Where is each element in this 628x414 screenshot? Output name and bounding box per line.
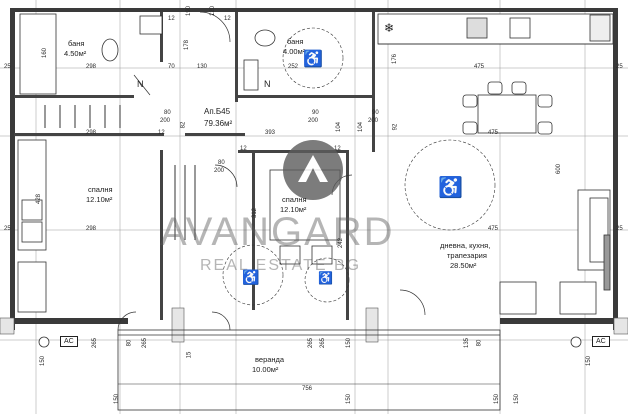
dim-label: 160 bbox=[42, 47, 49, 59]
dim-label: 25 bbox=[616, 64, 623, 70]
dim-label: 90 bbox=[312, 110, 319, 116]
dim-label: 12 bbox=[240, 146, 247, 152]
watermark-line1: AVANGARD bbox=[160, 210, 395, 254]
dim-label: 12 bbox=[334, 146, 341, 152]
dim-label: 150 bbox=[514, 393, 521, 405]
wheelchair-icon: ♿ bbox=[438, 177, 463, 199]
dim-label: 150 bbox=[114, 393, 121, 405]
dim-label: 150 bbox=[586, 355, 593, 367]
sofa bbox=[577, 189, 611, 291]
bath2-name: баня bbox=[287, 37, 304, 46]
dim-label: 252 bbox=[288, 64, 299, 70]
dim-label: 393 bbox=[265, 130, 276, 136]
wheelchair-icon: ♿ bbox=[242, 269, 260, 285]
outer-walls bbox=[10, 8, 618, 330]
dim-label: 312 bbox=[252, 207, 259, 219]
armchairs bbox=[499, 281, 597, 315]
living-area: 28.50м² bbox=[450, 261, 477, 270]
bed2-area: 12.10м² bbox=[280, 205, 307, 214]
dim-label: 80 bbox=[164, 110, 171, 116]
dim-label: 265 bbox=[92, 337, 99, 349]
dim-label: 135 bbox=[464, 337, 471, 349]
bed-1 bbox=[17, 139, 47, 313]
ac-units bbox=[38, 336, 582, 348]
hatched-walls bbox=[0, 307, 628, 343]
dim-label: 80 bbox=[476, 339, 483, 347]
dim-label: 104 bbox=[358, 121, 365, 133]
dim-label: 475 bbox=[488, 226, 499, 232]
dim-label: 265 bbox=[320, 337, 327, 349]
dim-label: 90 bbox=[372, 110, 379, 116]
dim-label: 25 bbox=[4, 64, 11, 70]
apartment-label: Ап.Б45 bbox=[204, 107, 231, 116]
bath-fixtures bbox=[19, 13, 276, 95]
dim-label: 12 bbox=[224, 16, 231, 22]
dim-label: 150 bbox=[346, 393, 353, 405]
dim-label: 475 bbox=[474, 64, 485, 70]
dim-label: 200 bbox=[214, 168, 225, 174]
wheelchair-icon: ♿ bbox=[303, 51, 323, 68]
dim-label: 242 bbox=[338, 237, 345, 249]
dim-label: 298 bbox=[86, 130, 97, 136]
dim-label: 475 bbox=[488, 130, 499, 136]
bath1-name: баня bbox=[68, 39, 85, 48]
dim-label: 15 bbox=[186, 351, 193, 359]
watermark-logo bbox=[283, 140, 343, 200]
door-n1-icon: N bbox=[137, 79, 144, 89]
ac-badge-left: AC bbox=[60, 336, 78, 347]
dim-label: 12 bbox=[158, 130, 165, 136]
veranda-area: 10.00м² bbox=[252, 365, 279, 374]
dim-label: 130 bbox=[197, 64, 208, 70]
bed1-area: 12.10м² bbox=[86, 195, 113, 204]
bed1-name: спалня bbox=[88, 185, 113, 194]
ac-badge-right: AC bbox=[592, 336, 610, 347]
dim-label: 178 bbox=[184, 39, 191, 51]
dining-table bbox=[462, 81, 553, 135]
dim-label: 92 bbox=[392, 123, 399, 131]
dim-label: 265 bbox=[308, 337, 315, 349]
dim-label: 150 bbox=[40, 355, 47, 367]
dim-label: 12 bbox=[168, 16, 175, 22]
dim-label: 428 bbox=[36, 193, 43, 205]
dim-label: 25 bbox=[616, 226, 623, 232]
bath1-area: 4.50м² bbox=[64, 49, 87, 58]
dim-label: 25 bbox=[4, 226, 11, 232]
turning-circles bbox=[222, 27, 496, 306]
dim-label: 265 bbox=[142, 337, 149, 349]
dim-label: 600 bbox=[556, 163, 563, 175]
veranda bbox=[117, 329, 501, 411]
dim-label: 70 bbox=[168, 64, 175, 70]
apartment-area: 79.36м² bbox=[204, 119, 233, 128]
dim-label: 120 bbox=[210, 5, 217, 17]
dim-label: 150 bbox=[494, 393, 501, 405]
dim-label: 80 bbox=[218, 160, 225, 166]
dim-label: 104 bbox=[336, 121, 343, 133]
wheelchair-icon: ♿ bbox=[318, 271, 333, 285]
dim-label: 176 bbox=[392, 53, 399, 65]
dim-label: 756 bbox=[302, 386, 313, 392]
watermark-line2: REAL ESTATE BG bbox=[200, 257, 362, 274]
veranda-name: веранда bbox=[255, 355, 285, 364]
living-name: дневна, кухня, bbox=[440, 241, 491, 250]
fan-icon: ❄ bbox=[384, 21, 395, 35]
bath2-area: 4.00м² bbox=[283, 47, 306, 56]
dim-label: 200 bbox=[160, 118, 171, 124]
dim-label: 200 bbox=[368, 118, 379, 124]
dim-label: 190 bbox=[186, 5, 193, 17]
dim-label: 150 bbox=[346, 337, 353, 349]
bed2-name: спалня bbox=[282, 195, 307, 204]
dim-label: 80 bbox=[126, 339, 133, 347]
wardrobe bbox=[44, 105, 196, 240]
living-name2: трапезария bbox=[447, 251, 487, 260]
dim-label: 298 bbox=[86, 226, 97, 232]
dim-label: 298 bbox=[86, 64, 97, 70]
dim-label: 200 bbox=[308, 118, 319, 124]
dim-label: 82 bbox=[180, 121, 187, 129]
door-n2-icon: N bbox=[264, 79, 271, 89]
kitchen-counter bbox=[377, 13, 614, 45]
